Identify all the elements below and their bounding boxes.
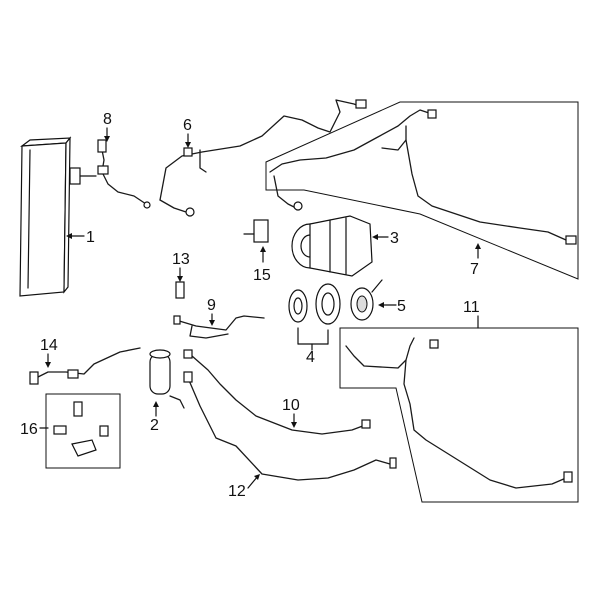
tube-10-part bbox=[183, 349, 371, 435]
callout-label-16: 16 bbox=[20, 421, 38, 438]
callout-1: 1 bbox=[66, 229, 95, 246]
callout-13: 13 bbox=[172, 251, 190, 282]
callout-label-11: 11 bbox=[463, 299, 480, 316]
accumulator-part bbox=[149, 349, 185, 409]
tube-12-part bbox=[183, 371, 397, 481]
callout-12: 12 bbox=[228, 474, 260, 500]
callout-label-7: 7 bbox=[470, 261, 479, 278]
callout-7: 7 bbox=[470, 243, 481, 278]
clutch-parts bbox=[288, 279, 383, 325]
callout-label-12: 12 bbox=[228, 483, 246, 500]
callout-label-6: 6 bbox=[183, 117, 192, 134]
callout-2: 2 bbox=[150, 401, 159, 434]
callout-4: 4 bbox=[297, 327, 329, 366]
tube-9-part bbox=[173, 315, 265, 339]
callout-8: 8 bbox=[103, 111, 112, 142]
callout-label-2: 2 bbox=[150, 417, 159, 434]
callout-label-10: 10 bbox=[282, 397, 300, 414]
callout-10: 10 bbox=[282, 397, 300, 428]
callout-16: 16 bbox=[20, 421, 49, 438]
condenser-part bbox=[19, 136, 97, 297]
callout-label-8: 8 bbox=[103, 111, 112, 128]
hose-6-part bbox=[159, 99, 367, 217]
callout-label-1: 1 bbox=[86, 229, 95, 246]
callout-15: 15 bbox=[253, 246, 271, 284]
hose-8-part bbox=[97, 139, 151, 209]
sensor-13-part bbox=[175, 281, 185, 299]
callout-label-3: 3 bbox=[390, 230, 399, 247]
tube-14-part bbox=[29, 347, 141, 385]
callout-label-15: 15 bbox=[253, 267, 271, 284]
group-7-box bbox=[265, 101, 579, 280]
callout-label-14: 14 bbox=[40, 337, 58, 354]
callout-label-4: 4 bbox=[306, 349, 315, 366]
group-11-box bbox=[339, 327, 579, 503]
callout-6: 6 bbox=[183, 117, 192, 148]
callout-14: 14 bbox=[40, 337, 58, 368]
callout-label-5: 5 bbox=[397, 298, 406, 315]
switch-15-part bbox=[243, 219, 269, 243]
callout-9: 9 bbox=[207, 297, 216, 326]
callout-label-9: 9 bbox=[207, 297, 216, 314]
callout-5: 5 bbox=[378, 298, 406, 315]
callout-3: 3 bbox=[372, 230, 399, 247]
group-16-box bbox=[45, 393, 121, 469]
callout-label-13: 13 bbox=[172, 251, 190, 268]
compressor-part bbox=[291, 215, 373, 277]
callout-11: 11 bbox=[463, 299, 480, 329]
